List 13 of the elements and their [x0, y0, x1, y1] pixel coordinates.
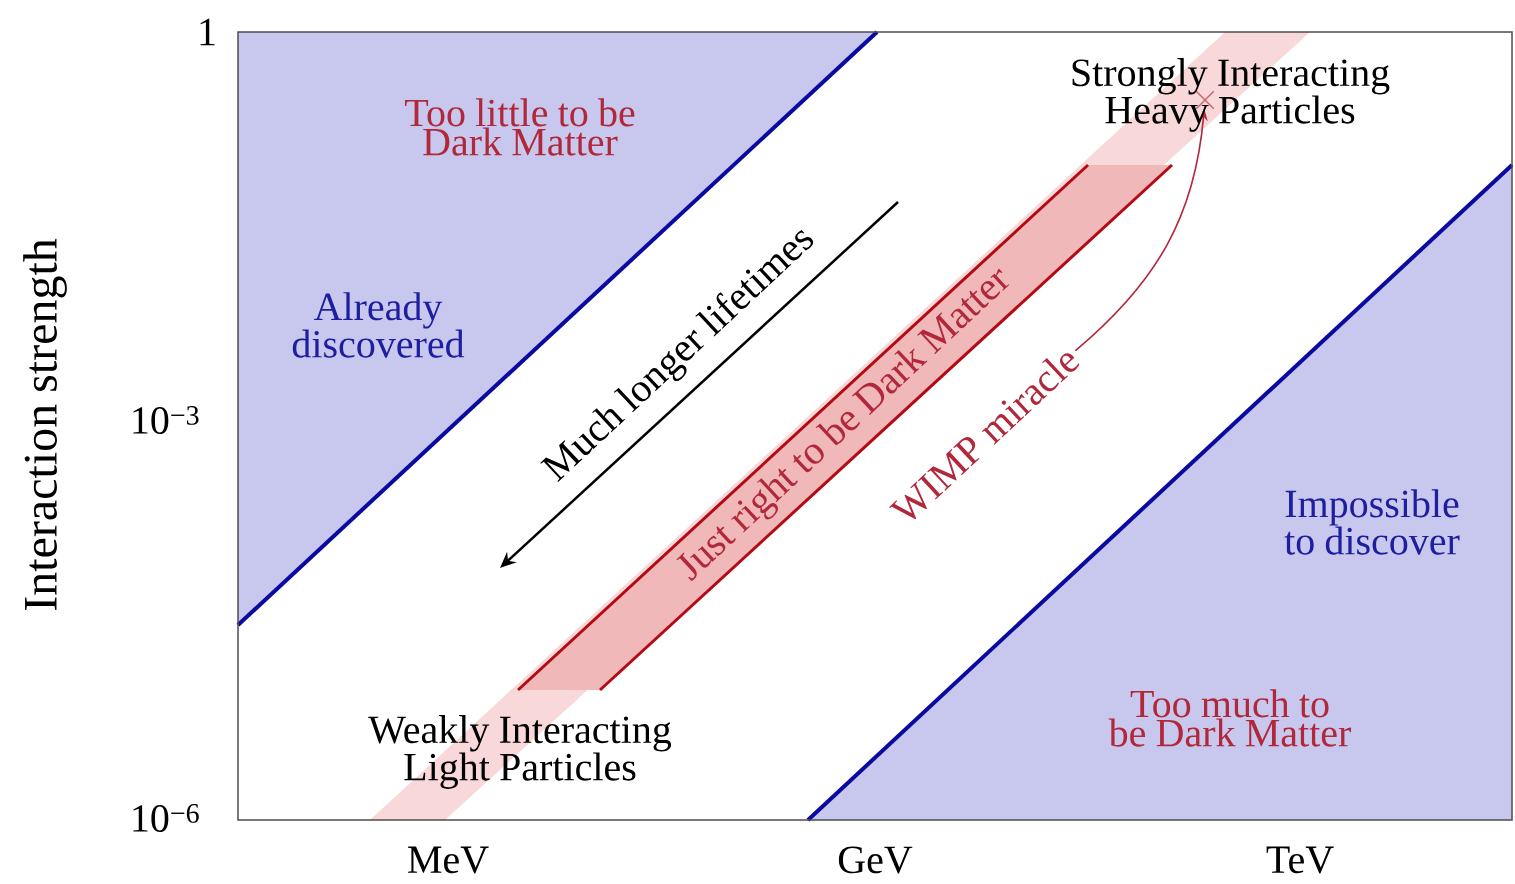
region-label: Already discovered — [292, 292, 465, 358]
tick-label: 1 — [200, 18, 215, 46]
tick-label: 10$^{−3}$ — [133, 406, 199, 434]
region-label: Impossible to discover — [1284, 489, 1460, 555]
region-label: Weakly Interacting Light Particles — [368, 715, 672, 789]
tick-label: TeV — [1266, 846, 1334, 874]
axis-title: Interaction strength — [23, 238, 67, 611]
region-label: Too much to be Dark Matter — [1108, 689, 1351, 747]
tick-label: MeV — [408, 846, 489, 874]
tick-label: 10$^{−6}$ — [133, 804, 199, 832]
region-label: Strongly Interacting Heavy Particles — [1072, 58, 1390, 132]
region-label: Too little to be Dark Matter — [405, 98, 635, 156]
tick-label: GeV — [838, 846, 913, 874]
